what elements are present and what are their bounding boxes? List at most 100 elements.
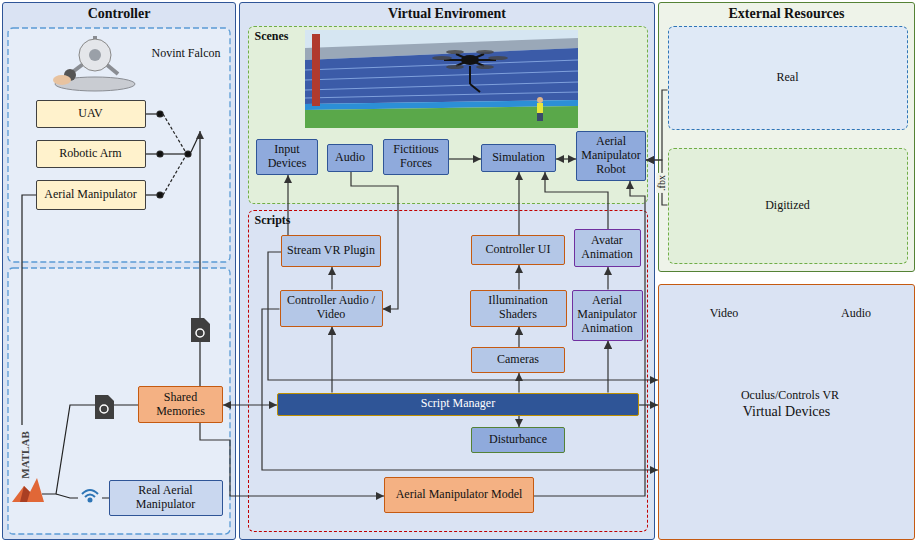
box-label: Disturbance [489,433,547,447]
box-label: Input Devices [259,143,315,171]
stadium-scene-illustration [305,60,578,70]
box-label: Virtual Devices [743,404,830,420]
file-icon [191,318,210,342]
box-label: Aerial Manipulator [44,188,136,202]
box-label: UAV [78,107,102,121]
stadium-scene-illustration [305,71,578,80]
stadium-scene-illustration [476,65,494,69]
selector-switch [163,114,185,151]
selector-switch [146,194,157,195]
selector-switch [163,157,185,195]
mode-box: UAV [36,100,146,128]
script-box: Controller Audio / Video [280,290,383,327]
script-box: Controller UI [471,235,565,265]
connector-arrow [449,158,481,159]
matlab-logo [12,478,44,502]
devices-panel: Virtual Devices [658,284,915,540]
stadium-scene-illustration [312,34,320,106]
script-box: Avatar Animation [574,229,641,267]
matlab-logo [20,486,30,502]
box-label: Avatar Animation [577,234,638,262]
selector-switch [157,192,163,198]
box-label: Aerial Manipulator Robot [579,135,643,176]
connector-arrow [607,341,608,393]
scene-box: Audio [327,144,373,172]
connector-arrow [518,373,519,393]
connector-arrow [518,416,519,428]
box-label: Real Aerial Manipulator [112,484,220,512]
mode-box: Aerial Manipulator [36,180,146,210]
stadium-scene-illustration [446,65,464,69]
connector-arrow [556,158,576,159]
box-label: Stream VR Plugin [287,244,375,258]
stadium-scene-illustration [446,50,464,54]
file-icon [191,318,210,342]
scene-box: Aerial Manipulator Robot [576,131,646,181]
box-label: Shared Memories [141,391,220,419]
box-label: Robotic Arm [59,147,121,161]
matlab-logo [12,478,44,502]
stadium-scene-illustration [432,56,452,60]
script-box: Disturbance [471,427,565,453]
stadium-scene-illustration [444,54,496,92]
model-box: Aerial Manipulator Model [384,477,534,513]
scene-box: Fictitious Forces [383,139,449,175]
stadium-scene-illustration [537,113,543,121]
box-label: Cameras [497,353,539,367]
mode-box: Robotic Arm [36,140,146,168]
box-label: Aerial Manipulator Model [396,488,523,502]
matlab-wire [22,195,36,425]
wifi-icon [89,499,92,502]
connector-arrow [518,327,519,348]
selector-switch [157,111,163,117]
box-label: Illumination Shaders [473,294,564,322]
box-label: Real [777,71,799,85]
resource-group: Digitized [668,148,908,264]
controller-subpanels [8,28,230,534]
edge-label: .fbx [656,173,668,193]
stadium-scene-illustration [305,92,578,98]
stadium-scene-illustration [488,56,508,60]
stadium-scene-illustration [461,55,479,65]
file-icon [95,395,114,419]
script-box: Stream VR Plugin [281,235,381,267]
connector-arrow [331,267,332,290]
selector-switch [163,153,185,154]
connector-arrow [331,327,332,393]
stadium-scene-illustration [470,84,480,92]
stadium-scene-illustration [305,30,578,128]
annotation-label: MATLAB [19,431,32,478]
stadium-scene-illustration [537,103,543,113]
stadium-scene-illustration [469,66,471,84]
wifi-icon [78,485,102,503]
controller-subpanels [8,28,230,262]
connector-arrow [518,265,519,290]
scene-box: Input Devices [256,139,318,175]
panel-title: Scripts [249,211,647,231]
haptic-device-illustration [79,39,111,71]
script-box: Illumination Shaders [470,290,567,327]
haptic-device-illustration [89,49,101,61]
controller-subpanels [8,268,230,534]
panel-title: External Resources [659,3,914,25]
connector-arrow [639,404,658,405]
selector-switch [146,153,157,154]
connector-arrow [223,404,277,405]
stadium-scene-illustration [305,60,578,98]
box-label: Fictitious Forces [386,143,446,171]
selector-switch [146,113,157,114]
stadium-scene-illustration [456,54,484,66]
annotation-label: Video [710,307,739,321]
box-label: Controller UI [486,243,551,257]
file-icon [100,405,108,413]
stadium-scene-illustration [432,50,508,69]
stadium-scene-illustration [476,50,494,54]
file-icon [95,395,114,419]
matlab-wire [22,195,140,498]
script-box: Aerial Manipulator Animation [572,290,643,341]
box-label: Controller Audio / Video [283,294,380,322]
box-label: Script Manager [421,397,495,411]
script-box: Cameras [471,347,565,373]
annotation-label: Novint Falcon [152,47,221,61]
box-label: Simulation [492,151,545,165]
